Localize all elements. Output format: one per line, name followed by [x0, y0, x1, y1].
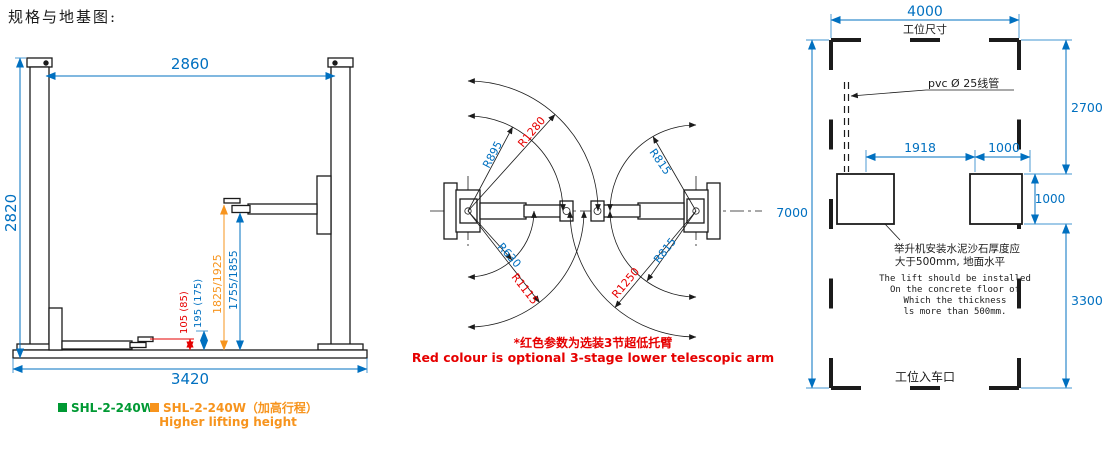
arc-front-lower-opt	[467, 210, 587, 330]
page-title: 规格与地基图:	[8, 8, 118, 26]
left-foundation-pad	[836, 173, 895, 225]
radius-label-front-upper-std: R895	[480, 139, 505, 170]
right-arm-pad	[223, 197, 241, 204]
entry-label: 工位入车口	[895, 369, 955, 384]
dim-lift-height-std: 1755/1855	[227, 212, 244, 351]
top-view: R895 R1280 R630 R1115 R815 R1250 R815 *红…	[412, 78, 774, 365]
right-post	[330, 66, 351, 351]
dim-overall-height-label: 2820	[2, 194, 20, 232]
left-baseplate-plan	[443, 182, 458, 240]
right-arm	[247, 203, 318, 215]
dim-front-depth-label: 2700	[1071, 100, 1103, 115]
legend-label-high: SHL-2-240W（加高行程）	[163, 400, 318, 415]
radius-label-rear-upper-std: R815	[647, 146, 674, 177]
legend-sublabel-high: Higher lifting height	[159, 415, 297, 429]
legend-label-standard: SHL-2-240W	[71, 401, 154, 415]
legend-swatch-standard	[58, 403, 67, 412]
dim-lift-height-high-label: 1825/1925	[211, 254, 224, 314]
left-arm-pad-plan	[559, 200, 574, 222]
dim-pad-width-label: 1000	[988, 140, 1020, 155]
right-arm-extension	[231, 204, 251, 214]
right-post-plan	[683, 182, 721, 240]
optional-arm-note-en: Red colour is optional 3-stage lower tel…	[412, 350, 774, 365]
radius-label-rear-lower-opt: R1250	[609, 265, 642, 301]
dim-bay-length: 7000	[776, 39, 829, 389]
dim-pad-height-max-label: 195 (175)	[193, 279, 204, 328]
bay-size-label: 工位尺寸	[903, 22, 947, 36]
dim-right-segments: 2700 3300	[1021, 39, 1103, 389]
radius-label-front-lower-opt: R1115	[509, 271, 541, 307]
dim-pad-spacing: 1918 1000	[865, 140, 1031, 172]
dim-base-width-label: 3420	[171, 370, 209, 388]
lift-structure	[12, 57, 368, 359]
dim-overall-height: 2820	[2, 57, 26, 359]
dim-overall-width-label: 2860	[171, 55, 209, 73]
dim-pad-spacing-label: 1918	[904, 140, 936, 155]
dim-base-width: 3420	[12, 358, 368, 388]
legend: SHL-2-240W SHL-2-240W（加高行程） Higher lifti…	[58, 400, 318, 429]
arc-rear-lower-std	[607, 210, 697, 300]
dim-overall-width: 2860	[45, 55, 336, 80]
swing-arcs	[467, 78, 697, 340]
front-view: 2860 2820 3420 1825/1925 1755/1855	[2, 55, 368, 429]
install-note-en-3: Which the thickness	[904, 296, 1007, 306]
dim-pad-height-min: 105 (85)	[150, 291, 194, 351]
dim-rear-depth-label: 3300	[1071, 293, 1103, 308]
left-carriage	[48, 307, 63, 351]
dim-pad-height-min-label: 105 (85)	[179, 291, 190, 334]
left-arm-inner	[479, 202, 527, 220]
radius-label-rear-lower-std: R815	[651, 235, 679, 266]
install-note-en-2: On the concrete floor of	[890, 285, 1020, 295]
floor-plate	[12, 349, 368, 359]
legend-swatch-high	[150, 403, 159, 412]
dim-bay-width: 4000 工位尺寸	[830, 4, 1020, 38]
dim-pad-height-max: 195 (175)	[193, 279, 208, 351]
right-arm-inner	[637, 202, 685, 220]
right-carriage	[316, 175, 332, 235]
left-arm-extension	[129, 341, 147, 349]
dim-lift-height-high: 1825/1925	[211, 204, 228, 351]
left-post	[29, 66, 50, 351]
right-baseplate-plan	[706, 182, 721, 240]
right-post-pulley-icon	[332, 60, 338, 66]
left-post-pulley-icon	[43, 60, 49, 66]
left-arm	[61, 340, 133, 350]
arc-rear-upper-std	[607, 122, 697, 212]
radius-lines	[467, 114, 697, 308]
install-note-cn-2: 大于500mm, 地面水平	[895, 255, 1005, 268]
dim-bay-width-label: 4000	[907, 4, 943, 20]
arc-front-upper-opt	[467, 78, 601, 212]
install-note-en-4: ls more than 500mm.	[904, 307, 1007, 317]
pvc-callout: pvc Ø 25线管	[850, 76, 1014, 99]
right-foundation-pad	[969, 173, 1023, 225]
foundation-plan: pvc Ø 25线管 4000 工位尺寸 1918 1000	[776, 4, 1103, 390]
installation-notes: 举升机安装水泥沙石厚度应 大于500mm, 地面水平 The lift shou…	[879, 223, 1031, 317]
right-arm-outer	[601, 204, 641, 218]
dim-pad-height-label: 1000	[1035, 192, 1066, 206]
dim-bay-length-label: 7000	[776, 205, 808, 220]
optional-arm-note-cn: *红色参数为选装3节超低托臂	[514, 335, 673, 350]
left-post-plan	[443, 182, 481, 240]
dim-lift-height-std-label: 1755/1855	[227, 250, 240, 310]
arc-rear-lower-opt	[567, 210, 697, 340]
right-base-plate	[317, 343, 364, 351]
right-post-cap	[327, 57, 354, 68]
install-note-cn-1: 举升机安装水泥沙石厚度应	[894, 242, 1020, 255]
install-note-en-1: The lift should be installed	[879, 274, 1031, 284]
left-arm-outer	[523, 204, 563, 218]
pvc-conduit	[843, 82, 850, 172]
dim-pad-height: 1000	[1024, 173, 1072, 225]
pvc-label: pvc Ø 25线管	[928, 76, 999, 90]
radius-label-front-lower-std: R630	[495, 240, 524, 270]
